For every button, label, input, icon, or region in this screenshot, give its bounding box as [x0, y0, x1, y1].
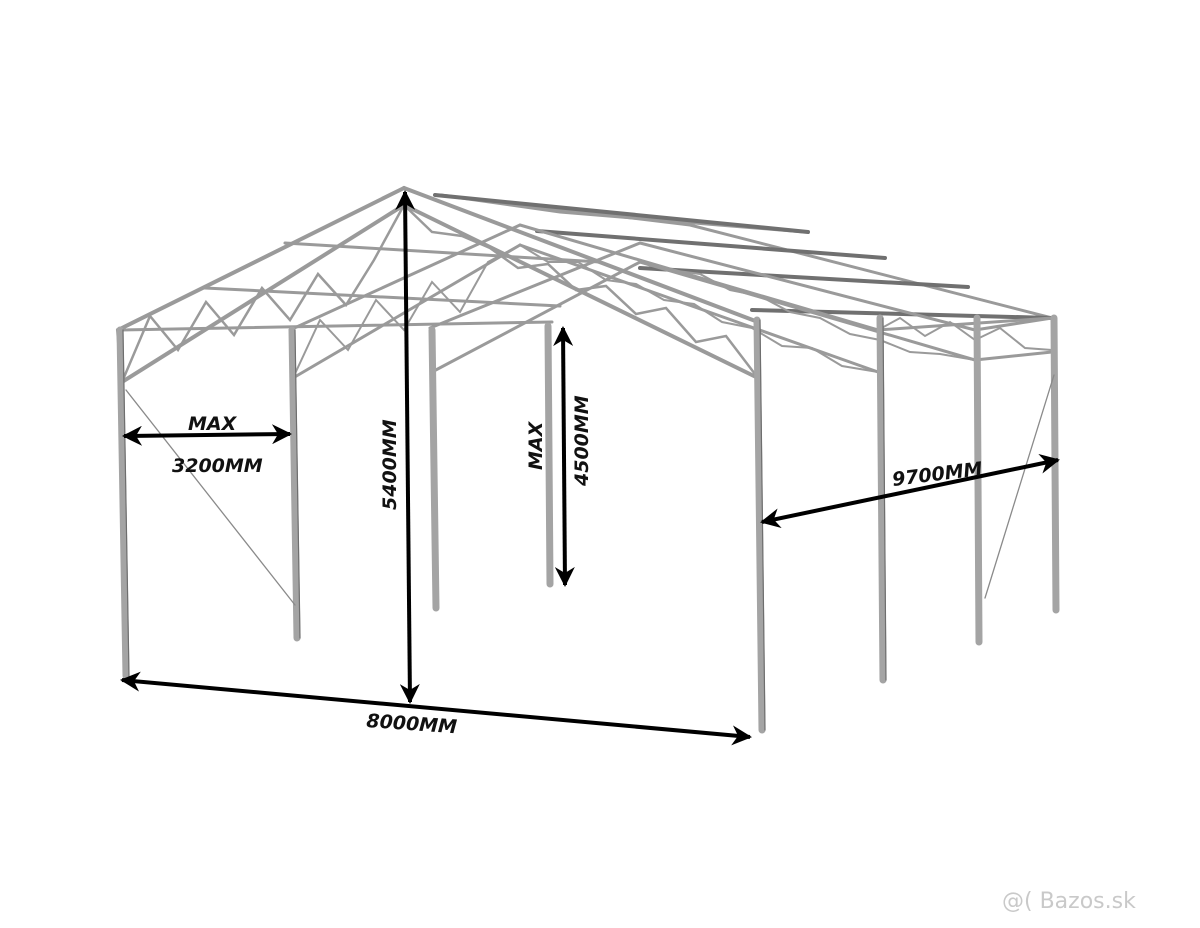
eave-height-max-label: MAX	[525, 420, 547, 470]
watermark-text: @( Bazos.sk	[1002, 889, 1136, 914]
side-bay-value-label: 3200MM	[172, 455, 263, 477]
steel-frame	[116, 186, 1060, 734]
eave-height-arrow	[553, 326, 575, 587]
width-label: 8000MM	[366, 710, 458, 738]
middle-trusses	[116, 223, 977, 380]
eave-height-value-label: 4500MM	[571, 395, 593, 487]
truss-webbing	[120, 203, 760, 384]
watermark: @( Bazos.sk	[1002, 889, 1136, 914]
roof-purlins	[433, 193, 1054, 320]
side-bay-max-label: MAX	[188, 413, 238, 435]
column-edges	[122, 317, 887, 731]
right-gable-truss	[876, 316, 1054, 362]
dimension-arrows	[120, 190, 1060, 746]
ridge-height-arrow	[395, 190, 420, 704]
width-arrow	[120, 671, 752, 746]
length-arrow	[760, 453, 1060, 529]
side-bay-arrow	[122, 424, 292, 446]
ridge-height-label: 5400MM	[379, 419, 401, 510]
columns	[116, 314, 1060, 734]
